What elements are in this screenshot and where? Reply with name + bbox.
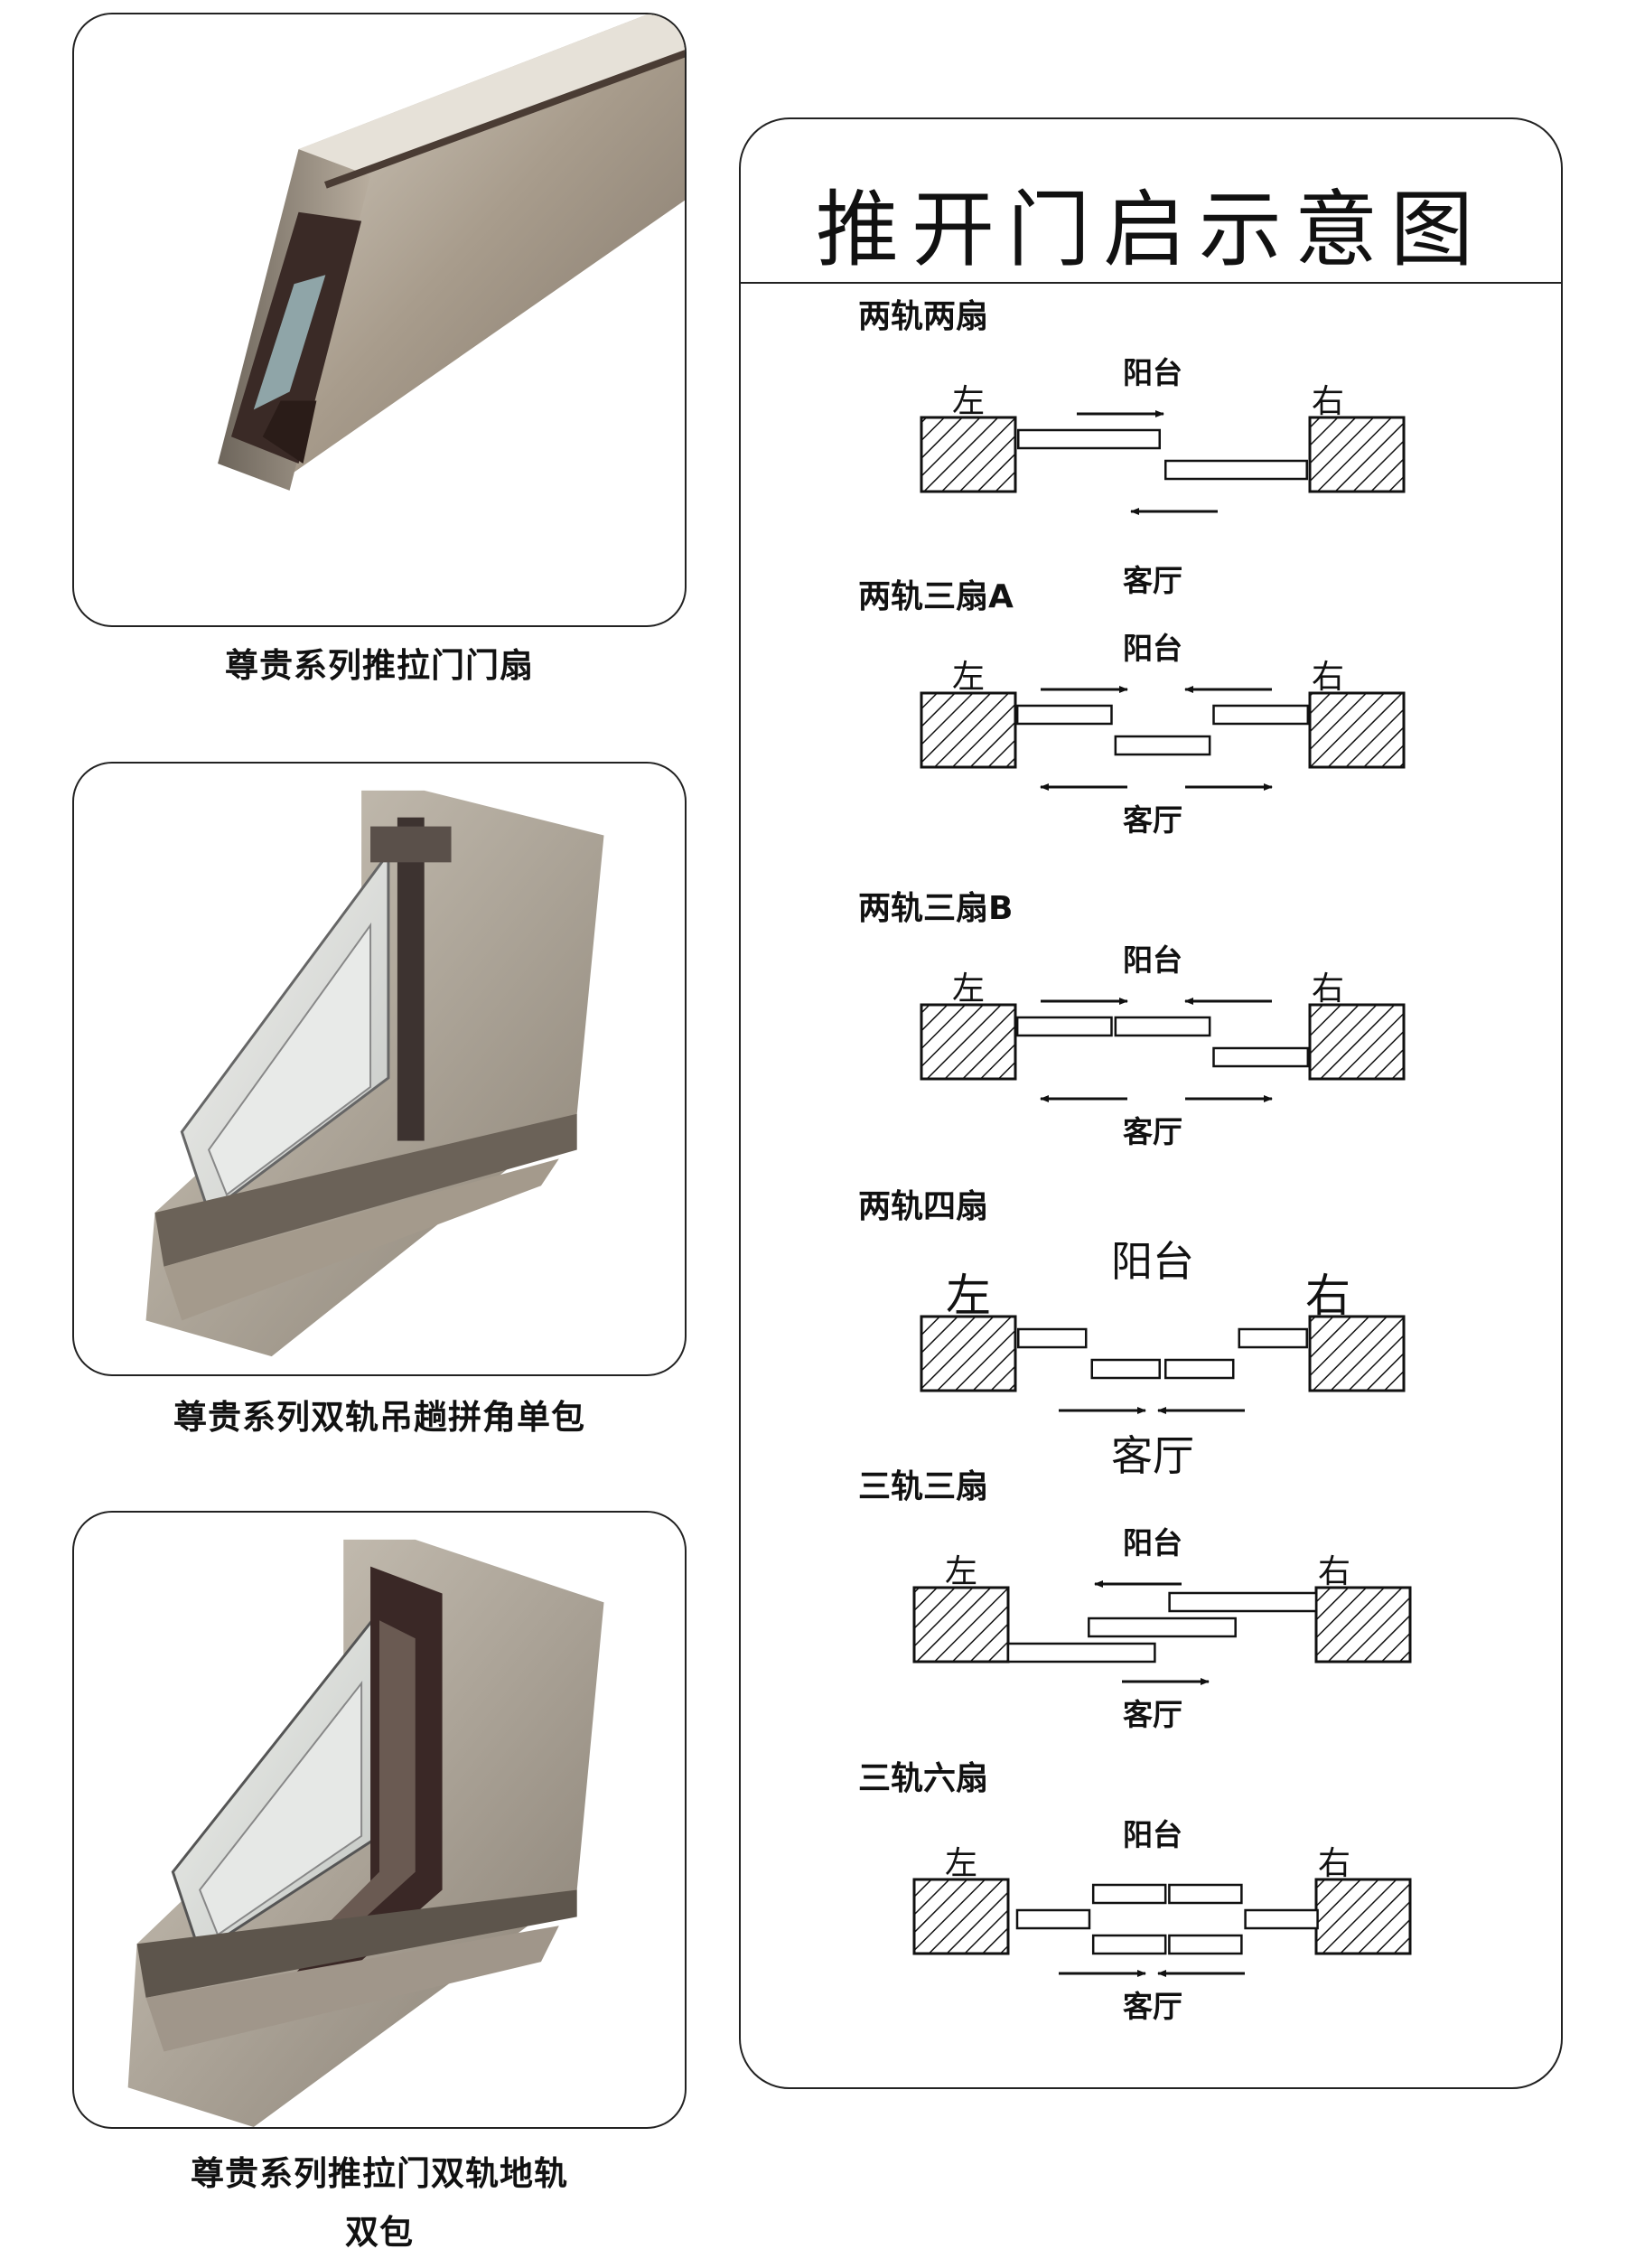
scheme-4-sash-panel-3 [1164, 1358, 1235, 1380]
scheme-title-4: 两轨四扇 [858, 1188, 988, 1225]
scheme-right-label-1: 右 [1312, 383, 1344, 420]
diagram-title-divider [741, 282, 1561, 284]
scheme-left-label-5: 左 [945, 1553, 977, 1590]
scheme-right-label-3: 右 [1312, 970, 1344, 1007]
scheme-balcony-label-3: 阳台 [1123, 942, 1182, 978]
scheme-left-wall-5 [912, 1586, 1010, 1664]
product-photo-sash [72, 13, 687, 627]
scheme-right-label-5: 右 [1318, 1553, 1350, 1590]
scheme-2-sash-panel-2 [1114, 735, 1211, 756]
product-caption-floor-rail-line2: 双包 [345, 2213, 414, 2252]
scheme-title-6: 三轨六扇 [858, 1760, 988, 1797]
diagram-title: 推开门启示意图 [815, 182, 1486, 278]
scheme-living-room-label-5: 客厅 [1123, 1697, 1182, 1732]
scheme-left-wall-4 [920, 1315, 1017, 1392]
scheme-5-sash-panel-3 [1006, 1642, 1156, 1664]
scheme-right-label-6: 右 [1318, 1845, 1350, 1882]
scheme-6-sash-panel-3 [1015, 1908, 1091, 1930]
sliding-schemes-canvas: 两轨两扇阳台客厅左右两轨三扇A阳台客厅左右两轨三扇B阳台客厅左右两轨四扇阳台客厅… [858, 298, 1412, 2024]
scheme-balcony-label-1: 阳台 [1123, 355, 1182, 390]
scheme-2-sash-panel-3 [1212, 704, 1310, 726]
aluminum-door-sash-profile-icon [218, 14, 685, 491]
scheme-4-sash-panel-2 [1090, 1358, 1161, 1380]
scheme-2-sash-panel-1 [1015, 704, 1113, 726]
scheme-6-sash-panel-4 [1244, 1908, 1319, 1930]
scheme-living-room-label-4: 客厅 [1111, 1431, 1194, 1480]
scheme-right-wall-3 [1308, 1003, 1406, 1081]
double-track-sliding-window-corner-icon [145, 790, 604, 1357]
scheme-right-wall-4 [1308, 1315, 1406, 1392]
scheme-title-5: 三轨三扇 [858, 1468, 988, 1505]
scheme-left-label-2: 左 [952, 659, 985, 696]
product-photo-floor-rail [72, 1511, 687, 2129]
scheme-right-wall-5 [1314, 1586, 1412, 1664]
scheme-left-label-6: 左 [945, 1845, 977, 1882]
scheme-left-label-1: 左 [952, 383, 985, 420]
scheme-right-label-2: 右 [1312, 659, 1344, 696]
scheme-right-wall-6 [1314, 1878, 1412, 1955]
scheme-4-sash-panel-1 [1017, 1327, 1088, 1349]
scheme-6-sash-panel-6 [1168, 1934, 1243, 1955]
scheme-1-sash-panel-1 [1017, 428, 1161, 450]
scheme-6-sash-panel-5 [1091, 1934, 1167, 1955]
scheme-left-label-3: 左 [952, 970, 985, 1007]
scheme-balcony-label-2: 阳台 [1123, 631, 1182, 666]
scheme-balcony-label-5: 阳台 [1123, 1525, 1182, 1560]
scheme-left-wall-1 [920, 416, 1017, 493]
scheme-balcony-label-4: 阳台 [1111, 1237, 1194, 1286]
scheme-left-wall-2 [920, 691, 1017, 769]
scheme-living-room-label-2: 客厅 [1123, 802, 1182, 838]
product-caption-window-corner: 尊贵系列双轨吊趟拼角单包 [173, 1398, 585, 1437]
scheme-left-wall-3 [920, 1003, 1017, 1081]
scheme-1-sash-panel-2 [1164, 459, 1308, 481]
product-caption-floor-rail-line1: 尊贵系列推拉门双轨地轨 [191, 2154, 568, 2193]
double-track-floor-rail-door-corner-icon [127, 1539, 604, 2127]
scheme-title-1: 两轨两扇 [858, 298, 988, 335]
scheme-title-2: 两轨三扇A [858, 578, 1014, 615]
scheme-3-sash-panel-2 [1114, 1016, 1211, 1037]
scheme-6-sash-panel-2 [1168, 1883, 1243, 1905]
product-caption-sash: 尊贵系列推拉门门扇 [225, 646, 534, 685]
scheme-balcony-label-6: 阳台 [1123, 1817, 1182, 1852]
scheme-6-sash-panel-1 [1091, 1883, 1167, 1905]
scheme-title-3: 两轨三扇B [858, 890, 1013, 927]
scheme-right-label-4: 右 [1305, 1270, 1350, 1322]
scheme-5-sash-panel-2 [1088, 1617, 1237, 1638]
product-photo-window-corner [72, 762, 687, 1376]
scheme-right-wall-1 [1308, 416, 1406, 493]
scheme-5-sash-panel-1 [1168, 1591, 1318, 1613]
scheme-3-sash-panel-3 [1212, 1046, 1310, 1068]
scheme-left-wall-6 [912, 1878, 1010, 1955]
scheme-living-room-label-6: 客厅 [1123, 1989, 1182, 2024]
scheme-3-sash-panel-1 [1015, 1016, 1113, 1037]
scheme-living-room-label-1: 客厅 [1123, 563, 1182, 598]
scheme-4-sash-panel-4 [1238, 1327, 1308, 1349]
scheme-living-room-label-3: 客厅 [1123, 1114, 1182, 1149]
scheme-right-wall-2 [1308, 691, 1406, 769]
scheme-left-label-4: 左 [946, 1270, 991, 1322]
